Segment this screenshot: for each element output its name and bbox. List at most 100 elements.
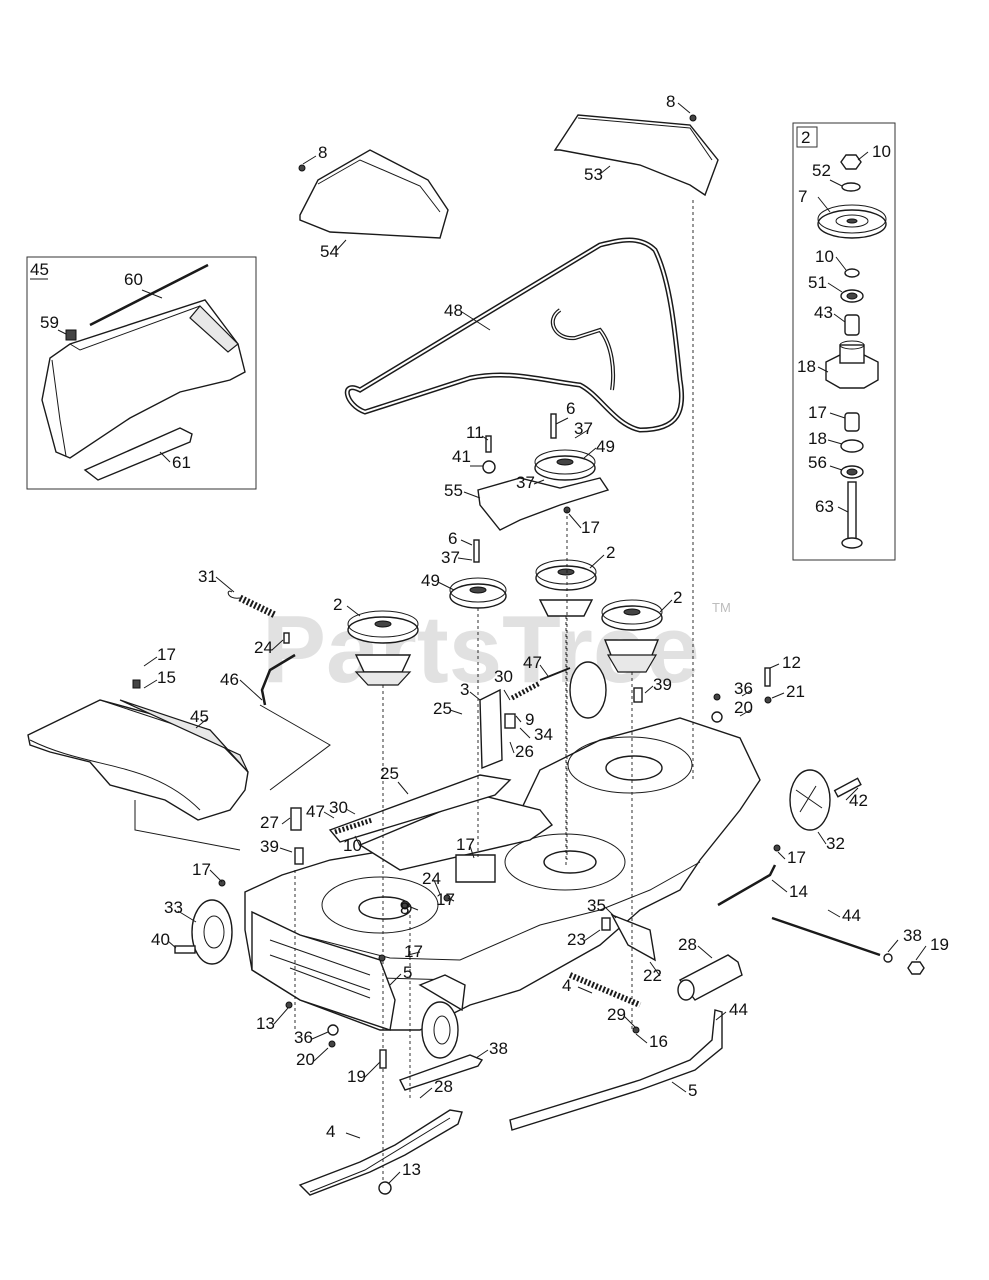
callout: 33 bbox=[164, 898, 183, 917]
belt-cover-54 bbox=[299, 149, 449, 239]
callout: 4 bbox=[326, 1122, 335, 1141]
callout: 2 bbox=[673, 588, 682, 607]
pin-24 bbox=[283, 632, 290, 644]
nut-19 bbox=[907, 961, 925, 975]
callout: 10 bbox=[343, 836, 362, 855]
callout: 24 bbox=[254, 638, 273, 657]
callout: 3 bbox=[460, 680, 469, 699]
washer bbox=[841, 182, 861, 192]
callout: 40 bbox=[151, 930, 170, 949]
spindle-left bbox=[347, 610, 419, 686]
callout: 30 bbox=[329, 798, 348, 817]
discharge-chute-inset: 45 60 59 61 bbox=[26, 256, 257, 490]
spindle-shaft bbox=[847, 481, 857, 541]
springs-left bbox=[227, 590, 296, 706]
callout: 5 bbox=[403, 963, 412, 982]
mower-blade bbox=[298, 1109, 463, 1196]
callout: 17 bbox=[404, 942, 423, 961]
callout: 29 bbox=[607, 1005, 626, 1024]
callout: 49 bbox=[421, 571, 440, 590]
spindle-assembly-inset: 2 10 52 7 10 51 43 bbox=[792, 122, 896, 561]
callout: 16 bbox=[649, 1032, 668, 1051]
leader-lines bbox=[143, 102, 927, 1185]
mower-deck bbox=[244, 688, 761, 1031]
chute-45 bbox=[27, 699, 249, 821]
callout: 17 bbox=[787, 848, 806, 867]
callout: 30 bbox=[494, 667, 513, 686]
callout: 52 bbox=[812, 161, 831, 180]
spindle-pulley bbox=[601, 605, 663, 631]
callout: 36 bbox=[734, 679, 753, 698]
callout: 17 bbox=[192, 860, 211, 879]
callout: 41 bbox=[452, 447, 471, 466]
callout: 46 bbox=[220, 670, 239, 689]
callout: 12 bbox=[782, 653, 801, 672]
discharge-chute bbox=[27, 679, 249, 821]
rod-46 bbox=[260, 653, 296, 706]
spindle-inset-tag-label: 2 bbox=[801, 128, 810, 147]
callout: 9 bbox=[525, 710, 534, 729]
callout: 25 bbox=[380, 764, 399, 783]
idler-pulley-49 bbox=[534, 455, 596, 481]
nut-18 bbox=[378, 1181, 392, 1195]
bolt bbox=[473, 539, 480, 563]
spacer-sleeve bbox=[844, 314, 860, 336]
callout: 28 bbox=[434, 1077, 453, 1096]
bracket-3 bbox=[479, 688, 503, 770]
callout: 34 bbox=[534, 725, 553, 744]
lift-bracket-25 bbox=[328, 774, 512, 843]
callout: 32 bbox=[826, 834, 845, 853]
callout: 2 bbox=[333, 595, 342, 614]
callout: 17 bbox=[157, 645, 176, 664]
callout: 10 bbox=[872, 142, 891, 161]
watermark-tm: TM bbox=[712, 600, 731, 615]
callout: 13 bbox=[256, 1014, 275, 1033]
callout: 6 bbox=[566, 399, 575, 418]
callout: 48 bbox=[444, 301, 463, 320]
callout: 37 bbox=[516, 473, 535, 492]
callout: 37 bbox=[574, 419, 593, 438]
belt-cover-right bbox=[553, 114, 719, 197]
idler-assembly bbox=[477, 413, 610, 531]
callout: 18 bbox=[808, 429, 827, 448]
callout: 44 bbox=[842, 906, 861, 925]
callout: 42 bbox=[849, 791, 868, 810]
bracket-22 bbox=[610, 913, 656, 962]
drive-belt bbox=[344, 237, 685, 433]
bracket-17 bbox=[455, 854, 496, 883]
chute-rod bbox=[89, 263, 209, 327]
idler-bracket bbox=[477, 477, 610, 531]
callout: 39 bbox=[653, 675, 672, 694]
nut bbox=[840, 154, 862, 170]
chute-inset-frame bbox=[26, 256, 257, 490]
callout: 8 bbox=[400, 899, 409, 918]
wheel bbox=[421, 1001, 459, 1059]
gauge-wheel-right bbox=[789, 769, 862, 831]
gauge-wheel-rear bbox=[569, 661, 607, 719]
callout: 11 bbox=[466, 423, 484, 442]
callout: 4 bbox=[562, 976, 571, 995]
callout: 35 bbox=[587, 896, 606, 915]
callout: 61 bbox=[172, 453, 191, 472]
spacer bbox=[844, 268, 860, 278]
callout: 54 bbox=[320, 242, 339, 261]
callout: 45 bbox=[190, 707, 209, 726]
washer-38 bbox=[883, 953, 893, 963]
callout: 17 bbox=[808, 403, 827, 422]
callout: 49 bbox=[596, 437, 615, 456]
bolt bbox=[65, 329, 77, 341]
callout: 17 bbox=[581, 518, 600, 537]
callout: 20 bbox=[734, 698, 753, 717]
callout: 26 bbox=[515, 742, 534, 761]
callout: 47 bbox=[306, 802, 325, 821]
callout: 20 bbox=[296, 1050, 315, 1069]
callout: 22 bbox=[643, 966, 662, 985]
callout: 53 bbox=[584, 165, 603, 184]
callout: 19 bbox=[930, 935, 949, 954]
chute-inset-tag-label: 45 bbox=[30, 260, 49, 279]
callout: 47 bbox=[523, 653, 542, 672]
callout: 17 bbox=[456, 835, 475, 854]
alignment-lines bbox=[134, 200, 694, 1180]
callout: 8 bbox=[666, 92, 675, 111]
rod-14 bbox=[717, 864, 777, 907]
